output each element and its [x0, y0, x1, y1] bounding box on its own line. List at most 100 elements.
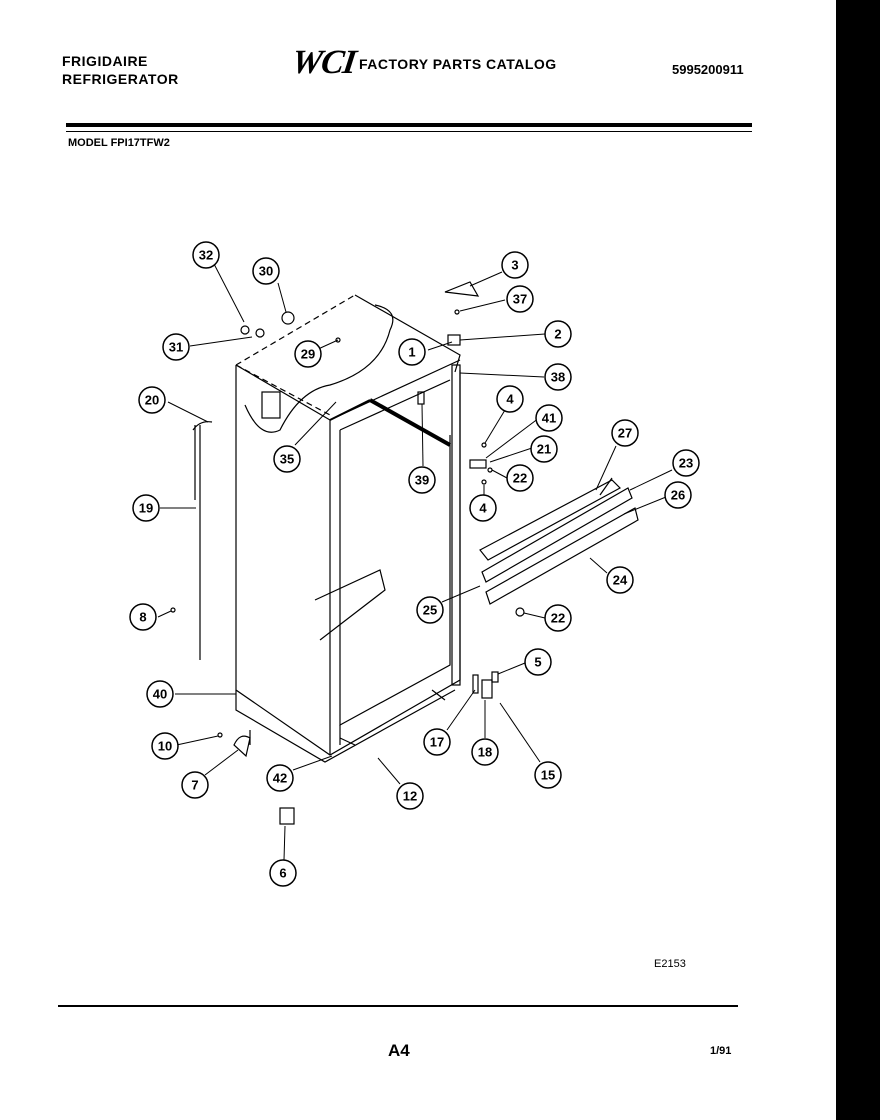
callout-circle — [544, 363, 572, 391]
callout-label: 42 — [273, 771, 287, 786]
callout-26: 26 — [664, 481, 692, 509]
callout-label: 29 — [301, 347, 315, 362]
callout-label: 8 — [139, 610, 146, 625]
callout-circle — [423, 728, 451, 756]
callout-circle — [469, 494, 497, 522]
callout-30: 30 — [252, 257, 280, 285]
callout-circle — [544, 320, 572, 348]
callout-label: 6 — [279, 866, 286, 881]
callout-label: 26 — [671, 488, 685, 503]
callout-2: 2 — [544, 320, 572, 348]
callout-label: 10 — [158, 739, 172, 754]
callout-label: 35 — [280, 452, 294, 467]
callout-circle — [534, 761, 562, 789]
callout-4: 4 — [469, 494, 497, 522]
model-label: MODEL FPI17TFW2 — [68, 137, 170, 149]
callout-circle — [506, 464, 534, 492]
callout-3: 3 — [501, 251, 529, 279]
callout-label: 41 — [542, 411, 556, 426]
callout-circle — [408, 466, 436, 494]
callout-circle — [252, 257, 280, 285]
callout-label: 23 — [679, 456, 693, 471]
callout-32: 32 — [192, 241, 220, 269]
callout-39: 39 — [408, 466, 436, 494]
callout-7: 7 — [181, 771, 209, 799]
callout-15: 15 — [534, 761, 562, 789]
callout-label: 5 — [534, 655, 541, 670]
callout-circle — [146, 680, 174, 708]
callout-label: 37 — [513, 292, 527, 307]
callout-circle — [496, 385, 524, 413]
callout-label: 12 — [403, 789, 417, 804]
callout-40: 40 — [146, 680, 174, 708]
callout-27: 27 — [611, 419, 639, 447]
callout-label: 40 — [153, 687, 167, 702]
callout-circle — [606, 566, 634, 594]
callout-label: 27 — [618, 426, 632, 441]
callout-label: 1 — [408, 345, 415, 360]
catalog-page: FRIGIDAIRE REFRIGERATOR WCI FACTORY PART… — [0, 0, 836, 1120]
callout-circle — [138, 386, 166, 414]
callout-circle — [544, 604, 572, 632]
callout-circle — [266, 764, 294, 792]
callout-label: 4 — [506, 392, 514, 407]
callout-label: 30 — [259, 264, 273, 279]
drawing-reference: E2153 — [654, 958, 686, 970]
callout-22: 22 — [506, 464, 534, 492]
callout-label: 22 — [513, 471, 527, 486]
callout-circle — [416, 596, 444, 624]
callout-label: 18 — [478, 745, 492, 760]
callout-label: 21 — [537, 442, 551, 457]
callout-circle — [664, 481, 692, 509]
callout-23: 23 — [672, 449, 700, 477]
callout-circle — [672, 449, 700, 477]
callout-22: 22 — [544, 604, 572, 632]
scan-mark: ✓ — [801, 12, 809, 22]
footer-rule — [58, 1005, 738, 1007]
exploded-parts-diagram: 3230337212931382044121223539427232619242… — [129, 241, 700, 887]
callout-label: 24 — [613, 573, 628, 588]
callout-12: 12 — [396, 782, 424, 810]
callout-17: 17 — [423, 728, 451, 756]
callout-circle — [273, 445, 301, 473]
callout-label: 3 — [511, 258, 518, 273]
callout-label: 15 — [541, 768, 555, 783]
callout-label: 39 — [415, 473, 429, 488]
callout-label: 17 — [430, 735, 444, 750]
callout-label: 25 — [423, 603, 437, 618]
callout-25: 25 — [416, 596, 444, 624]
callout-35: 35 — [273, 445, 301, 473]
callout-5: 5 — [524, 648, 552, 676]
callout-circle — [132, 494, 160, 522]
brand-name: FRIGIDAIRE — [62, 53, 148, 69]
callout-label: 20 — [145, 393, 159, 408]
callout-1: 1 — [398, 338, 426, 366]
callout-label: 7 — [191, 778, 198, 793]
page-number: A4 — [388, 1041, 410, 1060]
callout-circle — [269, 859, 297, 887]
callout-circle — [396, 782, 424, 810]
callout-circle — [129, 603, 157, 631]
callout-18: 18 — [471, 738, 499, 766]
product-type: REFRIGERATOR — [62, 71, 179, 87]
callout-circle — [294, 340, 322, 368]
callout-circle — [501, 251, 529, 279]
callout-label: 2 — [554, 327, 561, 342]
header-rule — [66, 123, 752, 127]
callout-label: 22 — [551, 611, 565, 626]
callout-circle — [524, 648, 552, 676]
callout-8: 8 — [129, 603, 157, 631]
callout-37: 37 — [506, 285, 534, 313]
callout-circle — [398, 338, 426, 366]
callout-label: 31 — [169, 340, 183, 355]
callout-circle — [506, 285, 534, 313]
header-rule-thin — [66, 131, 752, 132]
callout-label: 38 — [551, 370, 565, 385]
catalog-number: 5995200911 — [672, 62, 744, 77]
callout-circle — [611, 419, 639, 447]
callout-circle — [162, 333, 190, 361]
callout-circle — [530, 435, 558, 463]
callout-label: 32 — [199, 248, 213, 263]
cabinet-drawing — [170, 281, 639, 825]
